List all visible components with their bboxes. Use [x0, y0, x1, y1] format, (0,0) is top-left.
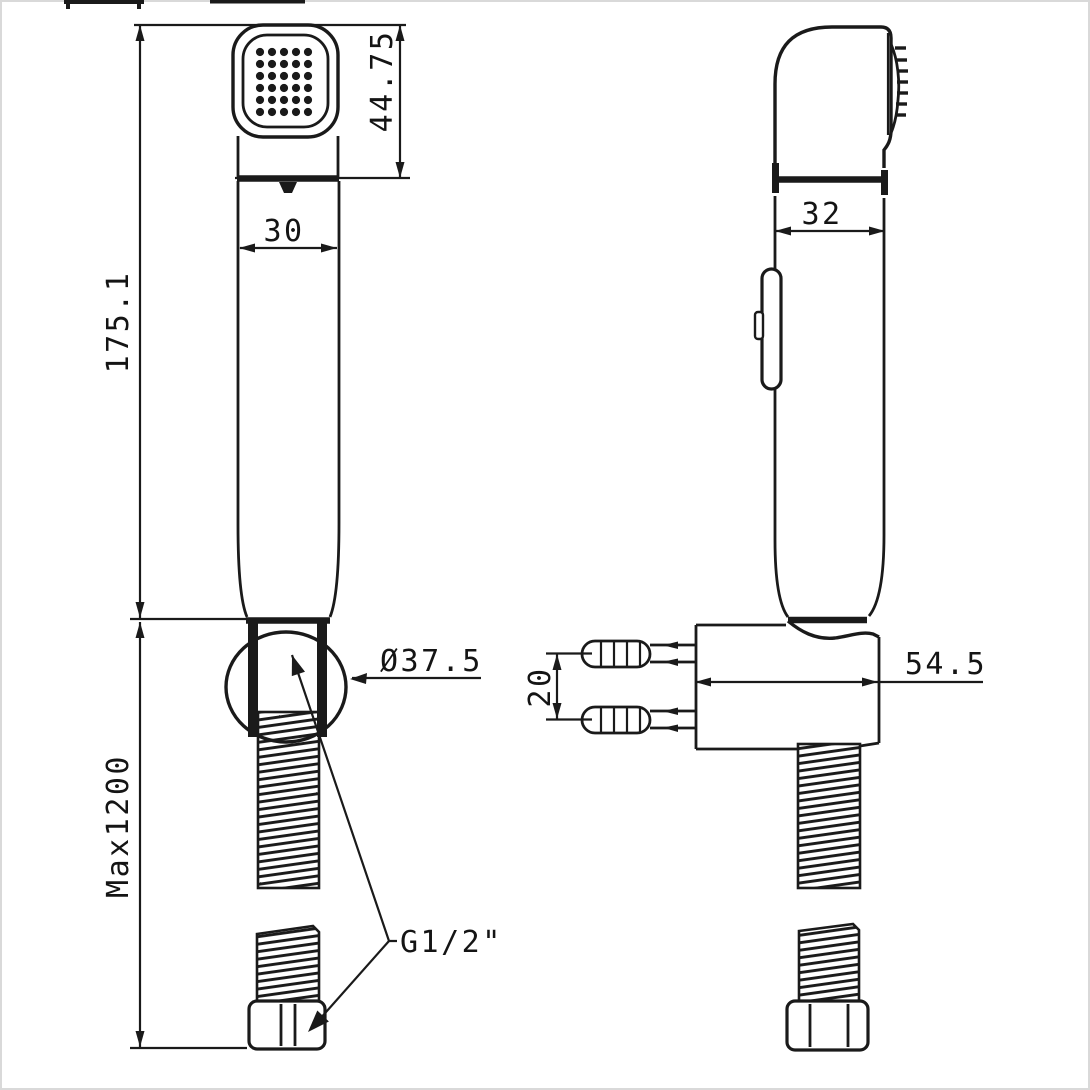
handle-front	[236, 181, 341, 624]
bracket-rim-curve	[786, 619, 880, 640]
dim-label-head-width: 30	[263, 214, 304, 249]
nozzle-side-hatches	[895, 46, 908, 117]
dim-label-body-depth: 32	[801, 197, 842, 232]
nozzle-dot-grid	[255, 47, 313, 117]
dim-label-bracket-depth: 54.5	[905, 647, 987, 682]
hose-nut-front	[247, 999, 327, 1051]
dim-label-thread-size: G1/2"	[400, 925, 503, 960]
trigger-button	[753, 267, 783, 391]
screw-upper	[580, 639, 697, 669]
hose-nut-side	[785, 999, 870, 1052]
hose-lower-segment-side	[797, 922, 861, 1003]
dim-label-head-height: 44.75	[365, 30, 400, 133]
screw-lower	[580, 705, 697, 735]
hose-lower-segment	[255, 924, 321, 1003]
dim-body-depth: 32	[775, 197, 885, 236]
dim-label-holder-diameter: Ø37.5	[380, 644, 483, 679]
spray-face-bulge	[889, 43, 901, 134]
dim-hose-length: Max1200	[101, 617, 247, 1050]
dim-screw-spacing: 20	[523, 652, 592, 721]
hose-front	[247, 710, 327, 1051]
dim-label-screw-spacing: 20	[523, 666, 558, 707]
cropped-edge-artifacts	[64, 0, 305, 9]
dim-bracket-depth: 54.5	[695, 647, 987, 687]
hose-side	[785, 742, 870, 1052]
handle-joint-front	[235, 136, 410, 193]
hose-upper-segment	[256, 710, 321, 890]
spray-head-side	[773, 25, 908, 168]
front-view	[224, 23, 410, 1051]
handle-side	[753, 196, 886, 624]
wall-screws	[580, 639, 697, 735]
dim-holder-diameter: Ø37.5	[350, 644, 483, 684]
handle-joint-side	[772, 163, 888, 195]
dim-label-hose-length: Max1200	[101, 754, 136, 898]
holder-cup-left	[248, 621, 258, 737]
spray-face-outline	[241, 33, 330, 129]
hose-upper-segment-side	[796, 742, 862, 890]
joint-nub	[279, 182, 297, 193]
spray-head-front	[231, 23, 340, 139]
dim-head-height: 44.75	[365, 25, 405, 178]
holder-cup-right	[317, 621, 327, 737]
side-view	[580, 25, 908, 1052]
wall-bracket-side	[694, 619, 881, 751]
dim-head-width: 30	[239, 214, 337, 253]
dim-body-length: 175.1	[101, 25, 145, 618]
dim-label-body-length: 175.1	[101, 271, 136, 374]
dim-thread-callout: G1/2"	[290, 654, 503, 1032]
